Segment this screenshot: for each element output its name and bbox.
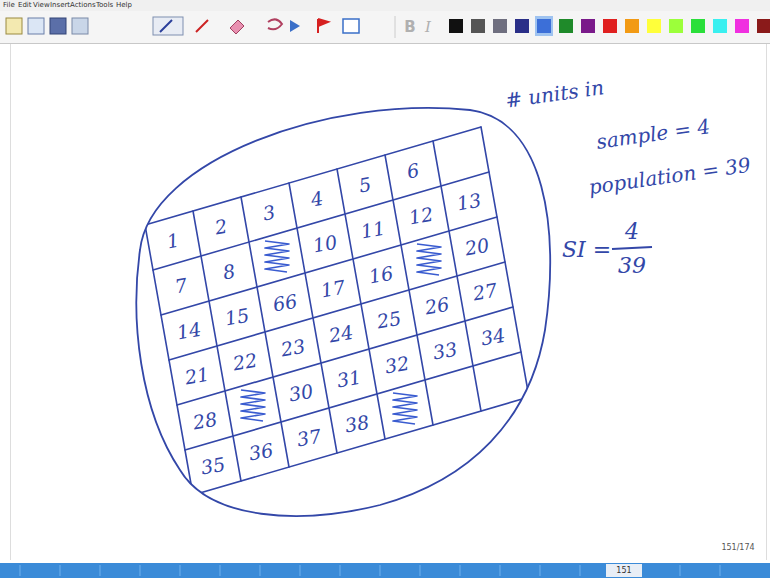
menu-strip xyxy=(0,0,770,11)
toolbar xyxy=(0,11,770,43)
note-text: # units in xyxy=(504,76,605,112)
unit-number: 25 xyxy=(375,307,402,332)
toolbar-border xyxy=(0,43,770,44)
unit-number: 12 xyxy=(407,203,434,228)
menu-item: File xyxy=(3,2,15,10)
note-text: population = 39 xyxy=(587,154,752,198)
unit-number: 23 xyxy=(279,335,306,360)
unit-number: 15 xyxy=(223,304,250,329)
grid-lines xyxy=(145,127,529,495)
unit-number: 3 xyxy=(261,201,277,224)
unit-number: 33 xyxy=(431,338,458,363)
fraction-bar xyxy=(612,247,652,249)
population-outline xyxy=(136,108,550,516)
unit-number: 30 xyxy=(287,380,314,405)
unit-number: 2 xyxy=(213,215,229,238)
page-counter: 151/174 xyxy=(721,544,754,553)
unit-number: 21 xyxy=(183,363,210,388)
unit-number: 7 xyxy=(173,274,189,297)
unit-number: 37 xyxy=(295,425,322,450)
unit-number: 13 xyxy=(455,189,482,214)
unit-number: 16 xyxy=(367,262,394,287)
unit-number: 22 xyxy=(231,349,258,374)
unit-number: 28 xyxy=(191,408,218,433)
page-number-box xyxy=(606,564,642,577)
menu-item: Tools xyxy=(96,2,113,10)
sampled-cell-scribbles xyxy=(241,241,441,424)
menu-item: View xyxy=(33,2,50,10)
unit-number: 38 xyxy=(343,411,370,436)
unit-number: 27 xyxy=(471,279,498,304)
menu-item: Help xyxy=(116,2,132,10)
unit-number: 11 xyxy=(359,217,386,242)
unit-number: 1 xyxy=(165,229,181,252)
page-border xyxy=(10,44,11,560)
unit-number: 17 xyxy=(319,276,346,301)
unit-number: 6 xyxy=(405,159,421,182)
unit-number: 20 xyxy=(463,234,490,259)
color-palette xyxy=(449,16,770,36)
menu-item: Edit xyxy=(18,2,32,10)
unit-number: 31 xyxy=(335,366,362,391)
page-border xyxy=(766,44,767,560)
unit-number: 8 xyxy=(221,260,237,283)
unit-number: 14 xyxy=(175,318,202,343)
unit-number: 5 xyxy=(357,173,373,196)
unit-number: 32 xyxy=(383,352,410,377)
note-text: sample = 4 xyxy=(595,115,711,153)
menu-item: Actions xyxy=(70,2,96,10)
unit-number: 26 xyxy=(423,293,450,318)
formula-text: SI = xyxy=(562,238,611,262)
unit-number: 24 xyxy=(327,321,354,346)
status-bar-stripes xyxy=(20,565,720,576)
fraction-denominator: 39 xyxy=(618,254,646,278)
toolbar-icons xyxy=(6,16,395,38)
unit-number: 66 xyxy=(271,290,298,315)
fraction-numerator: 4 xyxy=(625,220,639,244)
unit-number: 34 xyxy=(479,324,506,349)
status-bar xyxy=(0,563,770,578)
italic-button: I xyxy=(425,19,431,36)
unit-number: 4 xyxy=(309,187,325,210)
bold-button: B xyxy=(404,19,415,36)
menu-item: Insert xyxy=(50,2,70,10)
unit-number: 36 xyxy=(247,439,274,464)
unit-number: 10 xyxy=(311,231,338,256)
page-number: 151 xyxy=(616,566,631,575)
unit-number: 35 xyxy=(199,453,226,478)
